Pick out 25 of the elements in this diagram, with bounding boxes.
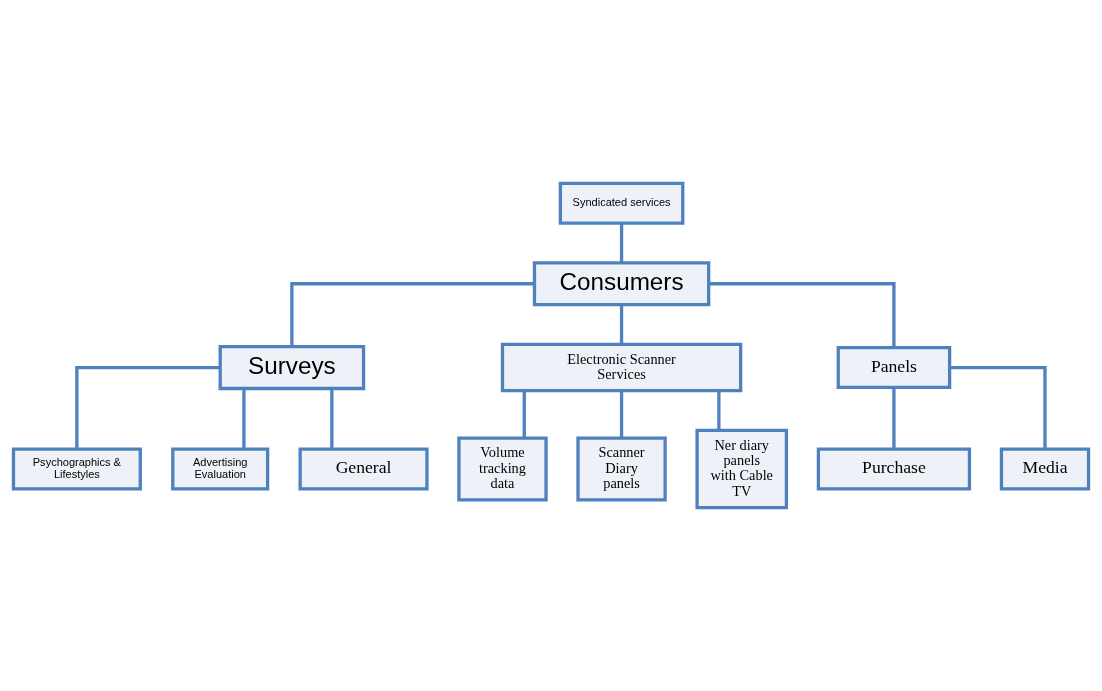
connector (619, 304, 624, 345)
connector (949, 365, 1047, 449)
node-box: General (298, 447, 429, 491)
connector (708, 282, 896, 348)
node-box: Purchase (816, 447, 972, 491)
connector (717, 391, 721, 431)
connector (619, 223, 624, 263)
node-box: Advertising Evaluation (171, 447, 270, 491)
node-box: Ner diary panels with Cable TV (695, 428, 789, 510)
node-box: Media (999, 447, 1091, 491)
connector (242, 388, 246, 450)
node-box: Electronic Scanner Services (500, 342, 743, 393)
node-box: Volume tracking data (457, 436, 548, 502)
node-box: Psychographics & Lifestyles (11, 447, 142, 491)
connector (619, 391, 624, 438)
node-box: Scanner Diary panels (576, 436, 667, 502)
node-box: Syndicated services (558, 181, 685, 225)
node-box: Surveys (218, 344, 366, 391)
connector (330, 388, 334, 450)
node-box: Panels (836, 346, 952, 390)
connector (522, 391, 526, 438)
connector (75, 365, 220, 449)
connector (892, 387, 896, 449)
node-box: Consumers (532, 261, 711, 307)
connector (290, 282, 535, 347)
